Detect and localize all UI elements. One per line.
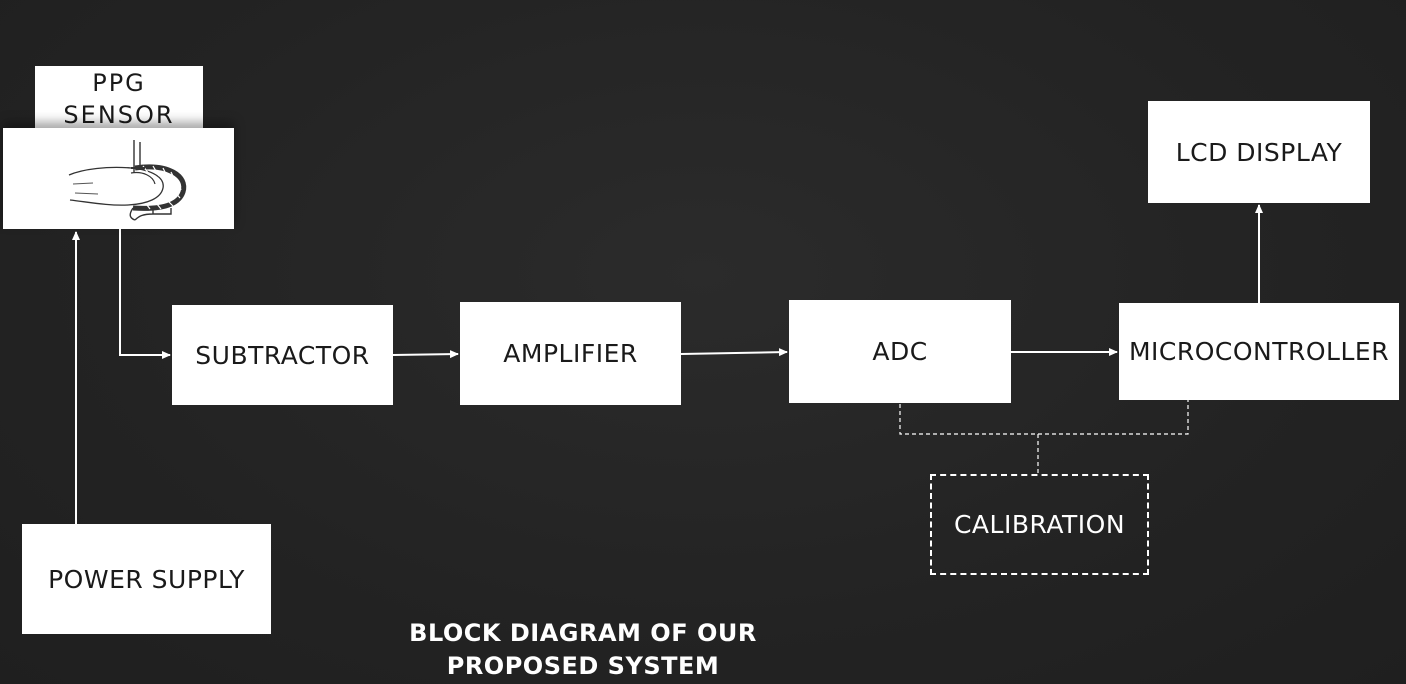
- amplifier-block: AMPLIFIER: [460, 302, 681, 405]
- lcd-display-label: LCD DISPLAY: [1175, 137, 1343, 167]
- subtractor-label: SUBTRACTOR: [195, 340, 370, 370]
- subtractor-to-amplifier-arrow: [392, 350, 459, 359]
- sensor-to-subtractor-arrow: [119, 229, 171, 359]
- lcd-display-block: LCD DISPLAY: [1148, 101, 1370, 203]
- microcontroller-label: MICROCONTROLLER: [1128, 337, 1390, 366]
- microcontroller-block: MICROCONTROLLER: [1119, 303, 1399, 400]
- diagram-caption: BLOCK DIAGRAM OF OUR PROPOSED SYSTEM: [393, 617, 773, 683]
- finger-sensor-icon: [68, 140, 187, 221]
- diagram-caption-line1: BLOCK DIAGRAM OF OUR: [409, 619, 757, 647]
- power-supply-block: POWER SUPPLY: [22, 524, 271, 634]
- ppg-sensor-label-line1: PPG: [92, 69, 146, 97]
- calibration-dashed-link: [899, 400, 1189, 435]
- ppg-sensor-label-line2: SENSOR: [63, 101, 175, 129]
- calibration-block: CALIBRATION: [930, 474, 1149, 575]
- ppg-sensor-label: PPG SENSOR: [35, 66, 203, 130]
- subtractor-block: SUBTRACTOR: [172, 305, 393, 405]
- adc-block: ADC: [789, 300, 1011, 403]
- diagram-caption-line2: PROPOSED SYSTEM: [446, 652, 720, 680]
- ppg-sensor-image: [3, 128, 234, 229]
- adc-label: ADC: [872, 337, 928, 366]
- calibration-label: CALIBRATION: [953, 510, 1126, 539]
- amplifier-to-adc-arrow: [680, 348, 788, 357]
- power-supply-label: POWER SUPPLY: [48, 564, 245, 594]
- amplifier-label: AMPLIFIER: [503, 339, 638, 368]
